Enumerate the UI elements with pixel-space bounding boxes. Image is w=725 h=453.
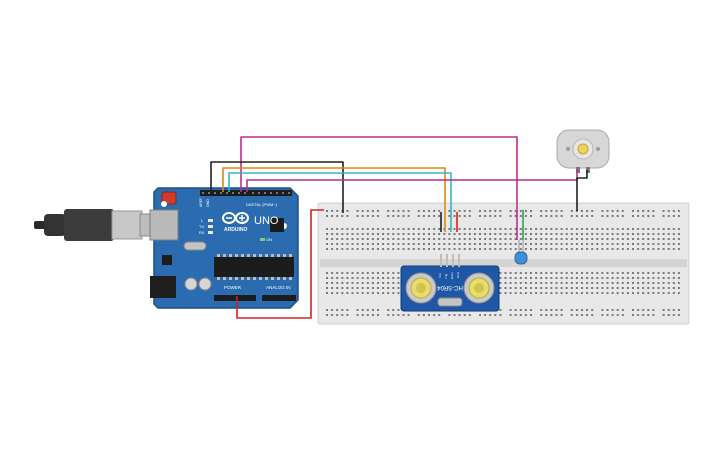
wire-red-5v: [236, 209, 324, 319]
dc-motor[interactable]: [556, 129, 610, 173]
arduino-uno-board[interactable]: ARDUINO UNO DIGITAL (PWM~) AREF GND L TX…: [149, 187, 299, 309]
analog-header-label: ANALOG IN: [266, 285, 291, 290]
microcontroller-chip: [214, 257, 294, 277]
board-model-label: UNO: [254, 215, 279, 227]
rx-label: RX: [199, 230, 205, 235]
sensor-pin-label-gnd: Gnd: [456, 272, 460, 278]
wire-orange: [222, 167, 446, 232]
wire-black-gnd: [210, 161, 344, 213]
sensor-model-label: HC-SR04: [437, 284, 463, 290]
on-label: ON: [266, 237, 272, 242]
reset-button[interactable]: [161, 191, 177, 205]
hc-sr04-sensor[interactable]: Vcc Trig Echo Gnd HC-SR04: [400, 254, 500, 312]
aref-label: AREF: [199, 198, 203, 207]
wire-magenta-top: [240, 136, 518, 240]
ultrasonic-transmitter-icon: [405, 272, 437, 304]
ultrasonic-receiver-icon: [463, 272, 495, 304]
sensor-pin-label-vcc: Vcc: [438, 272, 442, 278]
arduino-logo-text: ARDUINO: [224, 227, 247, 233]
sensor-pin-label-trig: Trig: [444, 274, 448, 279]
sensor-pin-label-echo: Echo: [450, 272, 454, 279]
wire-magenta-motor: [246, 170, 578, 192]
usb-cable[interactable]: [34, 209, 161, 241]
wire-teal: [228, 172, 452, 232]
analog-header[interactable]: [262, 295, 296, 301]
led[interactable]: [514, 240, 528, 265]
wire-black-motor: [576, 170, 588, 211]
power-header-label: POWER: [224, 285, 242, 290]
l-label: L: [201, 218, 204, 223]
breadboard[interactable]: [317, 202, 690, 325]
wires[interactable]: [210, 136, 588, 319]
gnd-label: GND: [206, 199, 210, 207]
power-header[interactable]: [214, 295, 256, 301]
digital-header-label: DIGITAL (PWM~): [246, 202, 278, 207]
arduino-logo-icon: [222, 212, 249, 224]
motor-shaft-icon: [577, 143, 589, 155]
tx-label: TX: [199, 224, 204, 229]
